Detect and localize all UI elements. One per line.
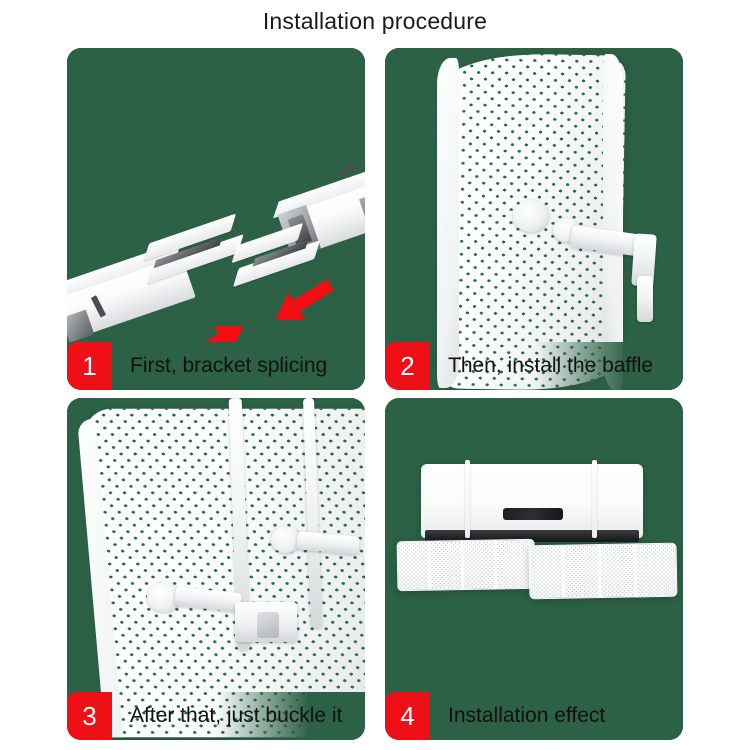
steps-grid: 1 First, bracket splicing 2 Then, instal… <box>67 48 683 740</box>
step-2-badge: 2 <box>385 342 430 390</box>
deflector-strap-right <box>592 460 597 538</box>
step-3-caption-text: After that, just buckle it <box>112 692 365 740</box>
baffle-left-edge <box>437 58 459 388</box>
step-1-caption-text: First, bracket splicing <box>112 342 365 390</box>
step-panel-2[interactable]: 2 Then, install the baffle <box>385 48 683 390</box>
deflector-strap-left <box>465 460 470 538</box>
step-panel-4[interactable]: 4 Installation effect <box>385 398 683 740</box>
step-4-caption-text: Installation effect <box>430 692 683 740</box>
step-1-photo <box>67 48 365 390</box>
step-panel-3[interactable]: 3 After that, just buckle it <box>67 398 365 740</box>
step-2-caption-text: Then, install the baffle <box>430 342 683 390</box>
step-4-caption: 4 Installation effect <box>385 692 683 740</box>
page-title: Installation procedure <box>262 8 488 34</box>
step-2-caption: 2 Then, install the baffle <box>385 342 683 390</box>
step-1-caption: 1 First, bracket splicing <box>67 342 365 390</box>
baffle-mount-knob <box>513 200 549 232</box>
baffle-right-edge <box>603 54 623 390</box>
bracket-arm-post <box>637 276 653 322</box>
step-3-photo <box>67 398 365 740</box>
step-4-photo <box>385 398 683 740</box>
step-4-badge: 4 <box>385 692 430 740</box>
step-3-badge: 3 <box>67 692 112 740</box>
mesh-deflector-right <box>528 542 678 600</box>
step-3-caption: 3 After that, just buckle it <box>67 692 365 740</box>
step-2-photo <box>385 48 683 390</box>
step-1-badge: 1 <box>67 342 112 390</box>
buckle-clip-slot <box>257 612 279 638</box>
perforated-baffle-large <box>82 408 365 738</box>
baffle-knob-right <box>271 526 301 553</box>
step-panel-1[interactable]: 1 First, bracket splicing <box>67 48 365 390</box>
mesh-deflector-left <box>396 538 536 592</box>
air-conditioner-unit <box>421 464 643 538</box>
ac-display-panel <box>503 508 563 520</box>
